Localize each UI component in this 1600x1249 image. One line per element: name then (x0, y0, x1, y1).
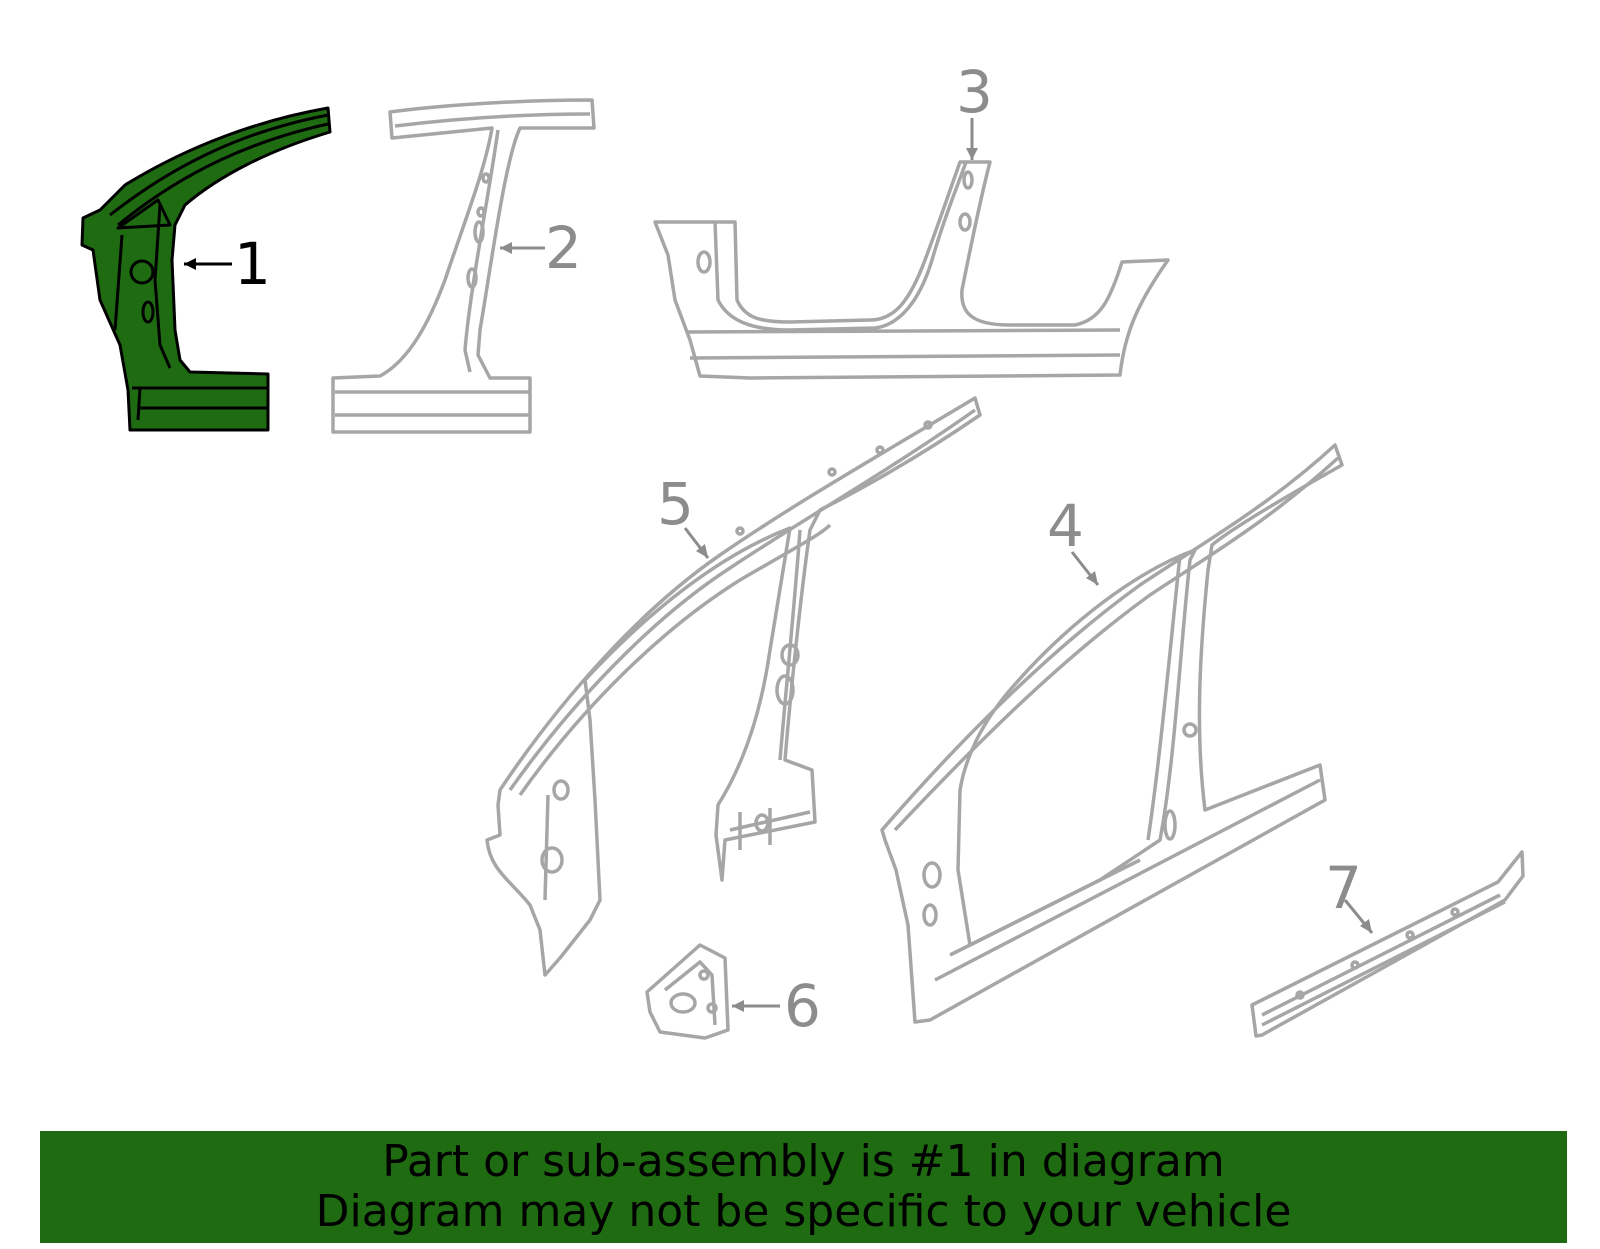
part-4-outer-body-side-aperture[interactable] (880, 443, 1344, 1024)
callout-6-label: 6 (784, 972, 821, 1040)
part-6-bracket[interactable] (645, 943, 730, 1040)
callout-4-label: 4 (1047, 492, 1084, 560)
callout-7[interactable]: 7 (1325, 854, 1374, 934)
callout-5-label: 5 (657, 470, 694, 538)
callout-2-label: 2 (545, 214, 582, 282)
part-5-inner-body-side-aperture[interactable] (485, 396, 982, 977)
callout-3-label: 3 (956, 58, 993, 126)
callout-6[interactable]: 6 (732, 972, 821, 1040)
part-7-rocker-reinforcement[interactable] (1250, 850, 1525, 1038)
callout-5[interactable]: 5 (657, 470, 710, 559)
callout-3[interactable]: 3 (956, 58, 993, 160)
banner-background (40, 1131, 1567, 1243)
banner-line-part-info: Part or sub-assembly is #1 in diagram (382, 1136, 1225, 1187)
part-3-rocker-pillar-reinforcement[interactable] (653, 160, 1170, 380)
callout-1[interactable]: 1 (184, 230, 271, 298)
callout-7-label: 7 (1325, 854, 1362, 922)
info-banner: Part or sub-assembly is #1 in diagram Di… (40, 1131, 1567, 1243)
callout-1-label: 1 (234, 230, 271, 298)
banner-line-disclaimer: Diagram may not be specific to your vehi… (315, 1186, 1292, 1237)
part-2-b-pillar[interactable] (331, 98, 596, 434)
callout-4[interactable]: 4 (1047, 492, 1100, 586)
part-1-a-pillar-inner[interactable] (80, 106, 332, 432)
callout-2[interactable]: 2 (500, 214, 582, 282)
